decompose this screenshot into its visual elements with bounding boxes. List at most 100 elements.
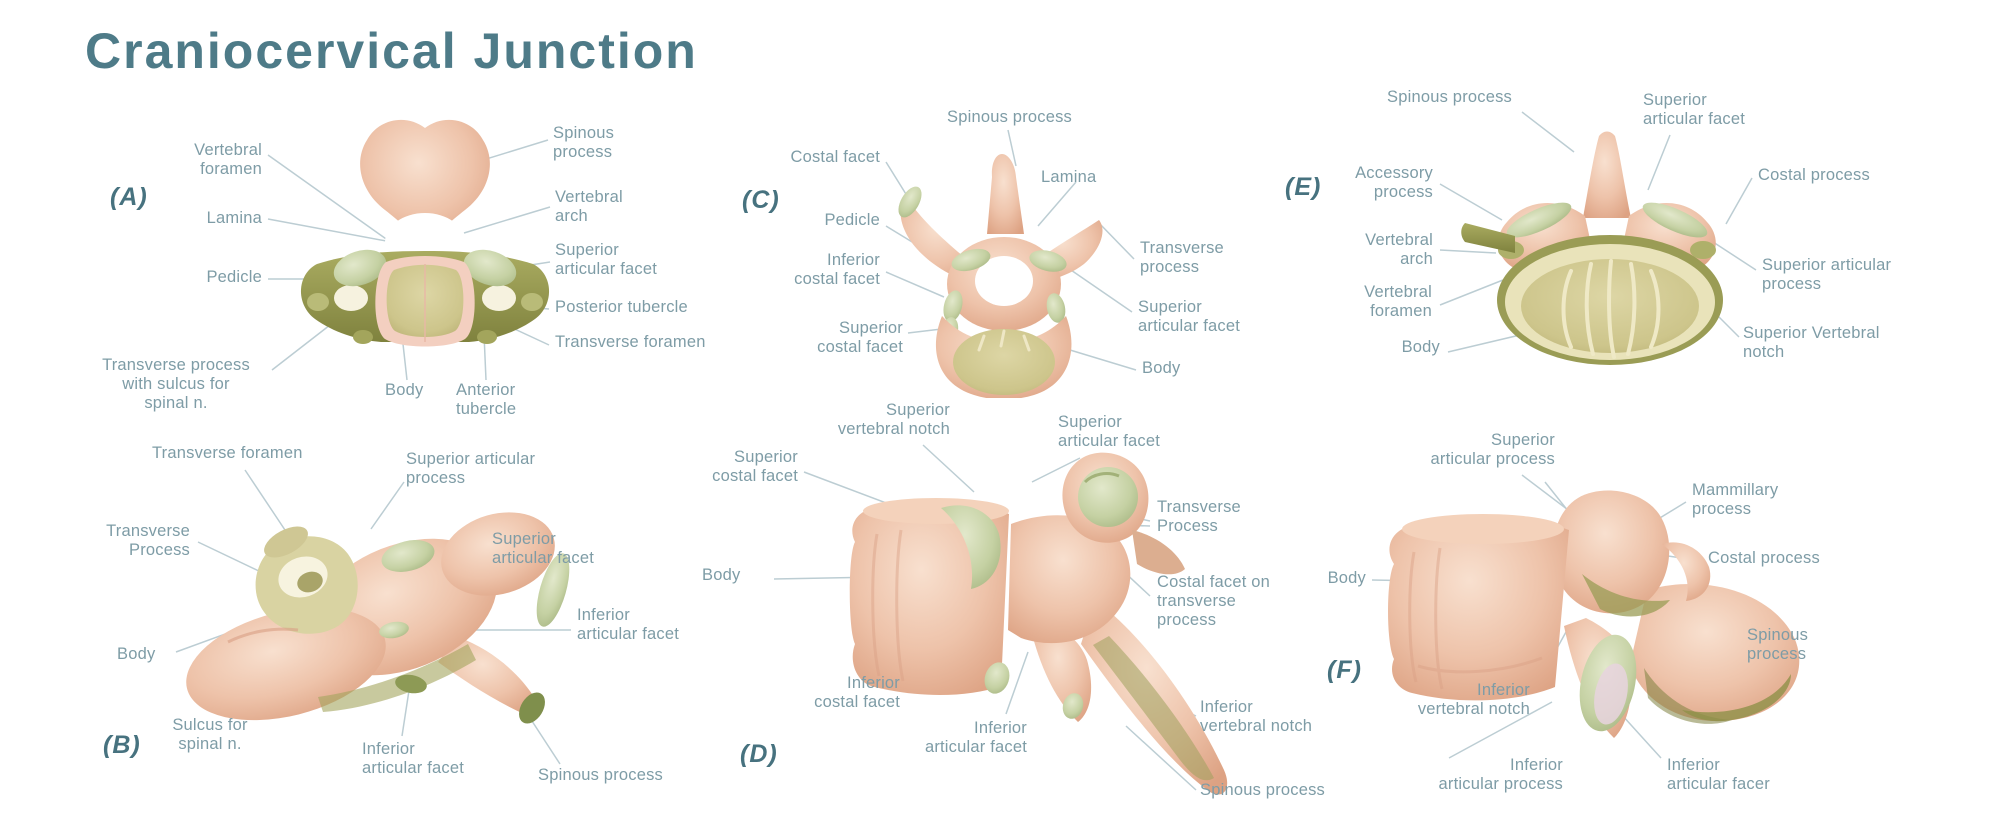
panel-letter-b: (B) — [103, 731, 141, 759]
leader-line — [1448, 701, 1553, 759]
spinous-process-shape — [1081, 600, 1228, 795]
vertebra-illustration-b — [186, 512, 570, 724]
label-f-spinous-process: Spinous process — [1747, 626, 1809, 664]
label-b-body: Body — [117, 645, 156, 663]
leader-line — [1709, 239, 1757, 271]
superior-articular-facet-shape — [1506, 202, 1572, 238]
vertebral-arch-shape — [1461, 202, 1716, 268]
body-shape — [375, 256, 475, 347]
label-b-superior-articular-facet: Superior articular facet — [492, 530, 595, 568]
vertebral-arch-shape — [360, 119, 490, 271]
label-d-costal-facet-on-transverse-process: Costal facet on transverse process — [1157, 573, 1271, 630]
body-shape — [1388, 514, 1569, 701]
transverse-foramen-shape — [482, 285, 516, 311]
label-a-spinous-process: Spinous process — [553, 124, 615, 162]
spinous-process-shape — [1630, 584, 1800, 724]
body-shape — [1497, 235, 1723, 365]
leader-line — [885, 271, 945, 298]
vertebra-illustration-e — [1461, 131, 1723, 365]
spinous-process-shape — [1583, 131, 1631, 218]
inferior-articular-process-shape — [1564, 618, 1637, 738]
body-shape — [849, 498, 1010, 695]
spinous-process-shape — [438, 637, 545, 724]
vertebra-illustration-c — [898, 154, 1103, 398]
label-d-body: Body — [702, 566, 741, 584]
label-c-superior-costal-facet: Superior costal facet — [817, 319, 903, 357]
label-d-superior-costal-facet: Superior costal facet — [712, 448, 798, 486]
superior-articular-facet-shape — [1642, 202, 1708, 238]
leader-line — [1005, 651, 1029, 715]
vertebra-illustration-f — [1388, 490, 1800, 738]
leader-line — [1439, 249, 1497, 254]
leader-line — [1069, 349, 1137, 371]
vertebral-foramen-shape — [975, 256, 1033, 306]
label-f-mammillary-process: Mammillary process — [1692, 481, 1779, 519]
label-a-anterior-tubercle: Anterior tubercle — [456, 381, 517, 419]
label-a-body: Body — [385, 381, 424, 399]
transverse-foramen-ring-shape — [255, 526, 358, 634]
panel-letter-c: (C) — [742, 186, 780, 214]
label-a-transverse-foramen: Transverse foramen — [555, 333, 706, 351]
label-d-superior-vertebral-notch: Superior vertebral notch — [837, 401, 950, 439]
label-c-costal-facet: Costal facet — [790, 148, 880, 166]
label-a-vertebral-foramen: Vertebral foramen — [194, 141, 262, 179]
leader-line — [1439, 279, 1504, 306]
label-e-superior-vertebral-notch: Superior Vertebral notch — [1743, 324, 1880, 362]
superior-articular-facet-shape — [1078, 467, 1138, 527]
label-b-transverse-foramen: Transverse foramen — [152, 444, 303, 462]
arch-shape — [1008, 515, 1131, 644]
label-a-superior-articular-facet: Superior articular facet — [555, 241, 658, 279]
label-f-body: Body — [1327, 569, 1366, 587]
label-c-spinous-process: Spinous process — [947, 108, 1072, 126]
label-b-transverse-process: Transverse Process — [106, 522, 190, 560]
label-b-inferior-articular-facet-bottom: Inferior articular facet — [362, 740, 465, 778]
leader-line — [1125, 725, 1197, 791]
panel-letter-d: (D) — [740, 740, 778, 768]
label-e-superior-articular-process: Superior articular process — [1762, 256, 1892, 294]
anterior-tubercle-shape — [521, 293, 543, 311]
vertebra-illustration-d — [849, 452, 1228, 795]
vertebra-illustration-a — [300, 119, 550, 347]
label-f-inferior-vertebral-notch: Inferior vertebral notch — [1417, 681, 1530, 719]
label-c-superior-articular-facet: Superior articular facet — [1138, 298, 1241, 336]
label-e-accessory-process: Accessory process — [1355, 164, 1433, 202]
label-e-spinous-process: Spinous process — [1387, 88, 1512, 106]
label-d-transverse-process: Transverse Process — [1157, 498, 1241, 536]
articular-facets-shape — [333, 249, 517, 287]
inferior-articular-process-shape — [1031, 623, 1092, 722]
label-e-superior-articular-facet: Superior articular facet — [1643, 91, 1746, 129]
articular-facets-shape — [379, 540, 570, 694]
leader-line — [922, 444, 975, 493]
figure-title: Craniocervical Junction — [85, 23, 698, 79]
label-a-transverse-process-sulcus: Transverse process with sulcus for spina… — [102, 356, 250, 413]
label-e-body: Body — [1401, 338, 1440, 356]
leader-line — [1439, 183, 1503, 221]
anterior-tubercle-shape — [307, 293, 329, 311]
superior-articular-process-shape — [1062, 452, 1185, 575]
label-f-costal-process: Costal process — [1708, 549, 1820, 567]
spinous-process-shape — [987, 154, 1024, 234]
label-b-sulcus-for-spinal-n: Sulcus for spinal n. — [172, 716, 248, 754]
body-shape — [186, 607, 386, 721]
costal-facet-shape — [898, 186, 922, 218]
panel-letter-f: (F) — [1327, 656, 1362, 684]
label-d-spinous-process: Spinous process — [1200, 781, 1325, 799]
transverse-process-shape — [1132, 530, 1185, 575]
leader-line — [267, 218, 398, 244]
label-c-pedicle: Pedicle — [824, 211, 880, 229]
label-b-superior-articular-process: Superior articular process — [406, 450, 536, 488]
leader-line — [1037, 181, 1077, 227]
label-d-inferior-costal-facet: Inferior costal facet — [814, 674, 900, 712]
label-e-vertebral-arch: Vertebral arch — [1365, 231, 1433, 269]
leader-line — [197, 541, 264, 574]
leader-line — [271, 324, 331, 371]
transverse-foramen-shape — [334, 285, 368, 311]
leader-line — [1031, 457, 1081, 483]
panel-e-leader-lines — [1439, 111, 1757, 353]
posterior-tubercle-shape — [353, 330, 373, 344]
label-e-costal-process: Costal process — [1758, 166, 1870, 184]
bone-shading — [227, 627, 299, 644]
label-a-lamina: Lamina — [206, 209, 262, 227]
label-b-spinous-process: Spinous process — [538, 766, 663, 784]
